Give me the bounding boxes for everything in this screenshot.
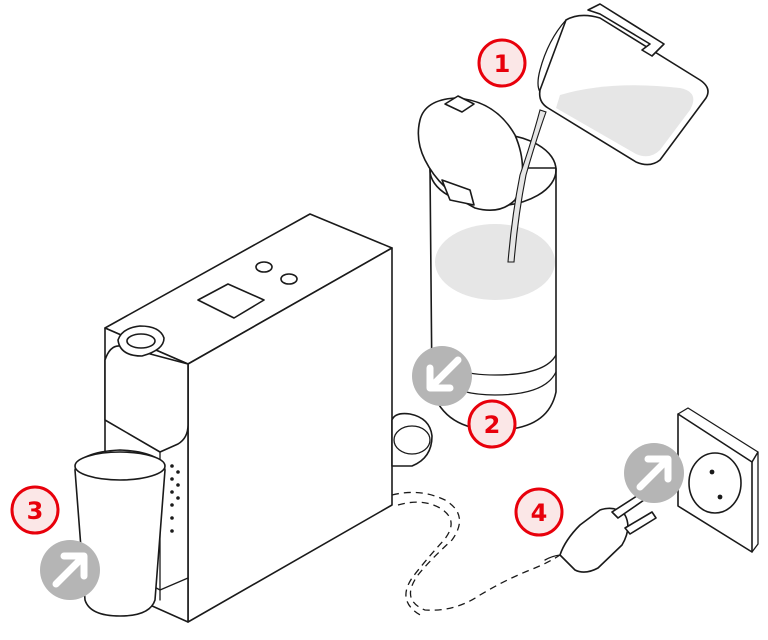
arrow-up-right-icon bbox=[624, 443, 684, 503]
step-2-badge: 2 bbox=[467, 399, 517, 449]
water-stream bbox=[507, 109, 547, 263]
water-jug bbox=[537, 3, 709, 166]
wall-socket bbox=[677, 407, 759, 553]
water-level bbox=[435, 224, 555, 300]
power-plug bbox=[544, 493, 657, 573]
step-2-number: 2 bbox=[484, 411, 501, 439]
machine-button bbox=[280, 273, 298, 285]
display-panel bbox=[197, 283, 265, 319]
step-4-badge: 4 bbox=[514, 487, 564, 537]
step-3-number: 3 bbox=[27, 497, 44, 525]
machine-button bbox=[255, 261, 273, 273]
arrow-down-left-icon bbox=[412, 346, 472, 406]
step-1-number: 1 bbox=[494, 50, 511, 78]
step-1-badge: 1 bbox=[477, 38, 527, 88]
coffee-machine bbox=[104, 213, 393, 623]
power-cable bbox=[391, 491, 561, 611]
tank-socket bbox=[391, 412, 433, 467]
arrow-up-right-icon bbox=[40, 540, 100, 600]
step-4-number: 4 bbox=[531, 499, 548, 527]
indicator-dots bbox=[170, 464, 180, 533]
step-3-badge: 3 bbox=[10, 485, 60, 535]
